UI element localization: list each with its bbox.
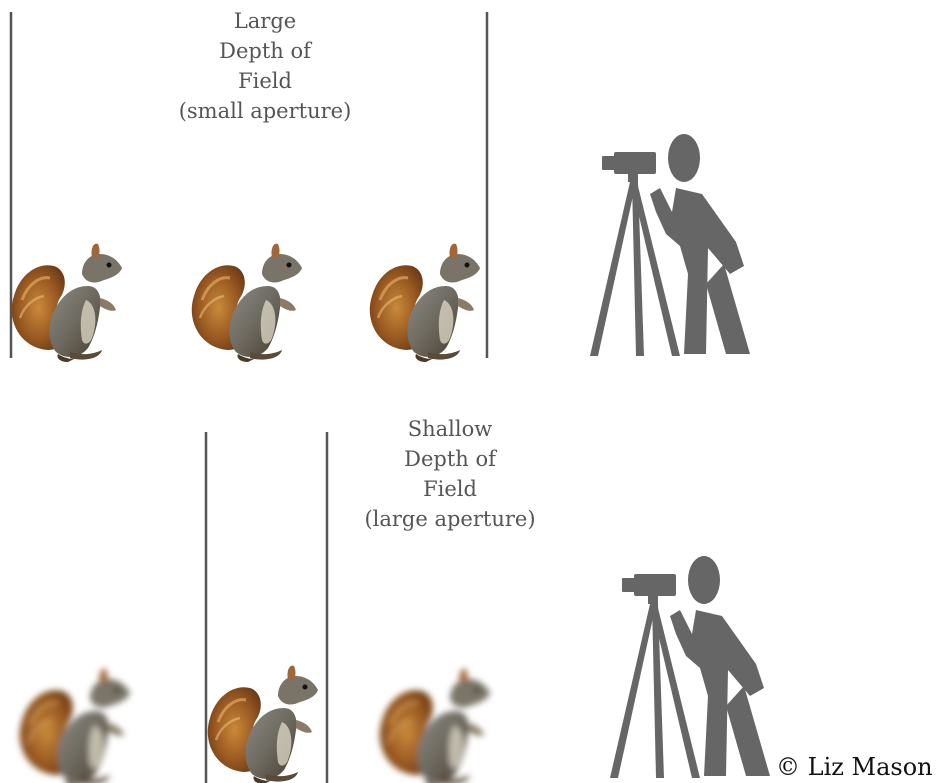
caption-line: (small aperture) [150,96,380,126]
squirrel-sharp-center [208,666,318,783]
caption-line: (large aperture) [340,504,560,534]
squirrel-sharp-2 [192,244,302,362]
photographer-icon-bottom [610,556,770,778]
caption-line: Depth of [340,444,560,474]
large-depth-of-field-caption: Large Depth of Field (small aperture) [150,6,380,126]
squirrel-sharp-3 [370,244,480,362]
caption-line: Depth of [150,36,380,66]
caption-line: Field [150,66,380,96]
photographer-icon-top [590,134,750,356]
squirrel-sharp-1 [12,244,122,362]
caption-line: Shallow [340,414,560,444]
caption-line: Field [340,474,560,504]
caption-line: Large [150,6,380,36]
squirrel-blurred-1 [20,669,130,783]
copyright-credit: © Liz Mason [776,753,933,781]
squirrel-blurred-2 [380,669,490,783]
shallow-depth-of-field-caption: Shallow Depth of Field (large aperture) [340,414,560,534]
